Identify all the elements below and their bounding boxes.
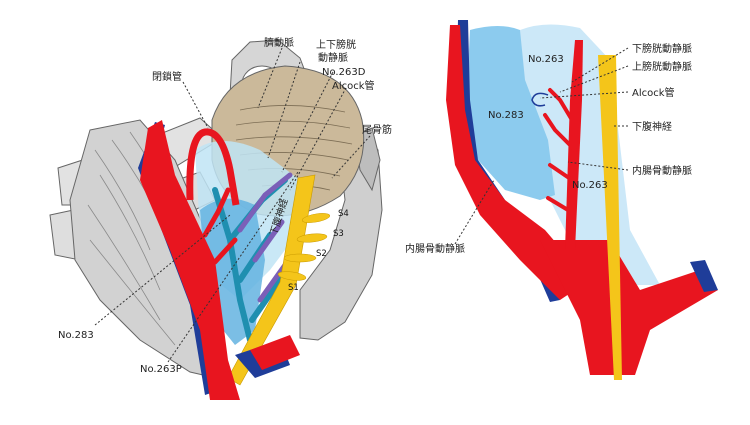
label-no263p: No.263P <box>140 364 182 375</box>
label-no283-left: No.283 <box>58 330 94 341</box>
hypogastric-nerve-right <box>598 55 622 380</box>
segment-s2: S2 <box>316 249 327 259</box>
label-inferior-vesical: 下膀胱動静脈 <box>632 42 692 55</box>
segment-s4: S4 <box>338 209 349 219</box>
label-coccygeus: 尾骨筋 <box>362 123 392 136</box>
sacral-segment-labels: S4 S3 S2 S1 <box>288 209 349 293</box>
label-no263-top: No.263 <box>528 54 564 65</box>
label-hypogastric-nerve-right: 下腹神経 <box>632 120 672 133</box>
label-no263-mid: No.263 <box>572 180 608 191</box>
segment-s1: S1 <box>288 283 299 293</box>
label-no283-right: No.283 <box>488 110 524 121</box>
label-internal-iliac-left: 内腸骨動静脈 <box>405 242 465 255</box>
hypogastric-nerve-left <box>227 174 316 386</box>
vein-trunk-lower <box>690 260 718 292</box>
artery-trunk-lower <box>540 240 718 375</box>
region-283-right <box>466 26 555 200</box>
vesical-branches-right <box>543 88 577 212</box>
umbilical-artery-loop <box>186 128 240 206</box>
label-alcock-left: Alcock管 <box>332 79 375 92</box>
internal-iliac-artery-left <box>140 120 240 400</box>
label-umbilical-artery: 臍動脈 <box>264 36 294 49</box>
label-superior-vesical: 上膀胱動静脈 <box>632 60 692 73</box>
label-sup-inf-vesical-line1: 上下膀胱 <box>316 38 356 51</box>
left-leader-lines <box>94 47 371 363</box>
left-illustration <box>49 39 383 400</box>
right-leader-lines <box>454 47 629 245</box>
region-263-right <box>520 24 660 285</box>
loop-vessel <box>531 92 549 107</box>
segment-s3: S3 <box>333 229 344 239</box>
purple-vessels <box>237 172 293 303</box>
label-obturator-canal: 閉鎖管 <box>152 70 182 83</box>
artery-branches-left <box>202 187 238 265</box>
label-alcock-right: Alcock管 <box>632 86 675 99</box>
right-illustration <box>446 20 718 380</box>
ascending-artery-right <box>565 40 583 250</box>
sacral-roots <box>277 213 331 281</box>
label-sup-inf-vesical-line2: 動静脈 <box>318 51 348 64</box>
artery-base <box>250 335 300 370</box>
label-no263d: No.263D <box>322 67 366 78</box>
label-internal-iliac-right: 内腸骨動静脈 <box>632 164 692 177</box>
